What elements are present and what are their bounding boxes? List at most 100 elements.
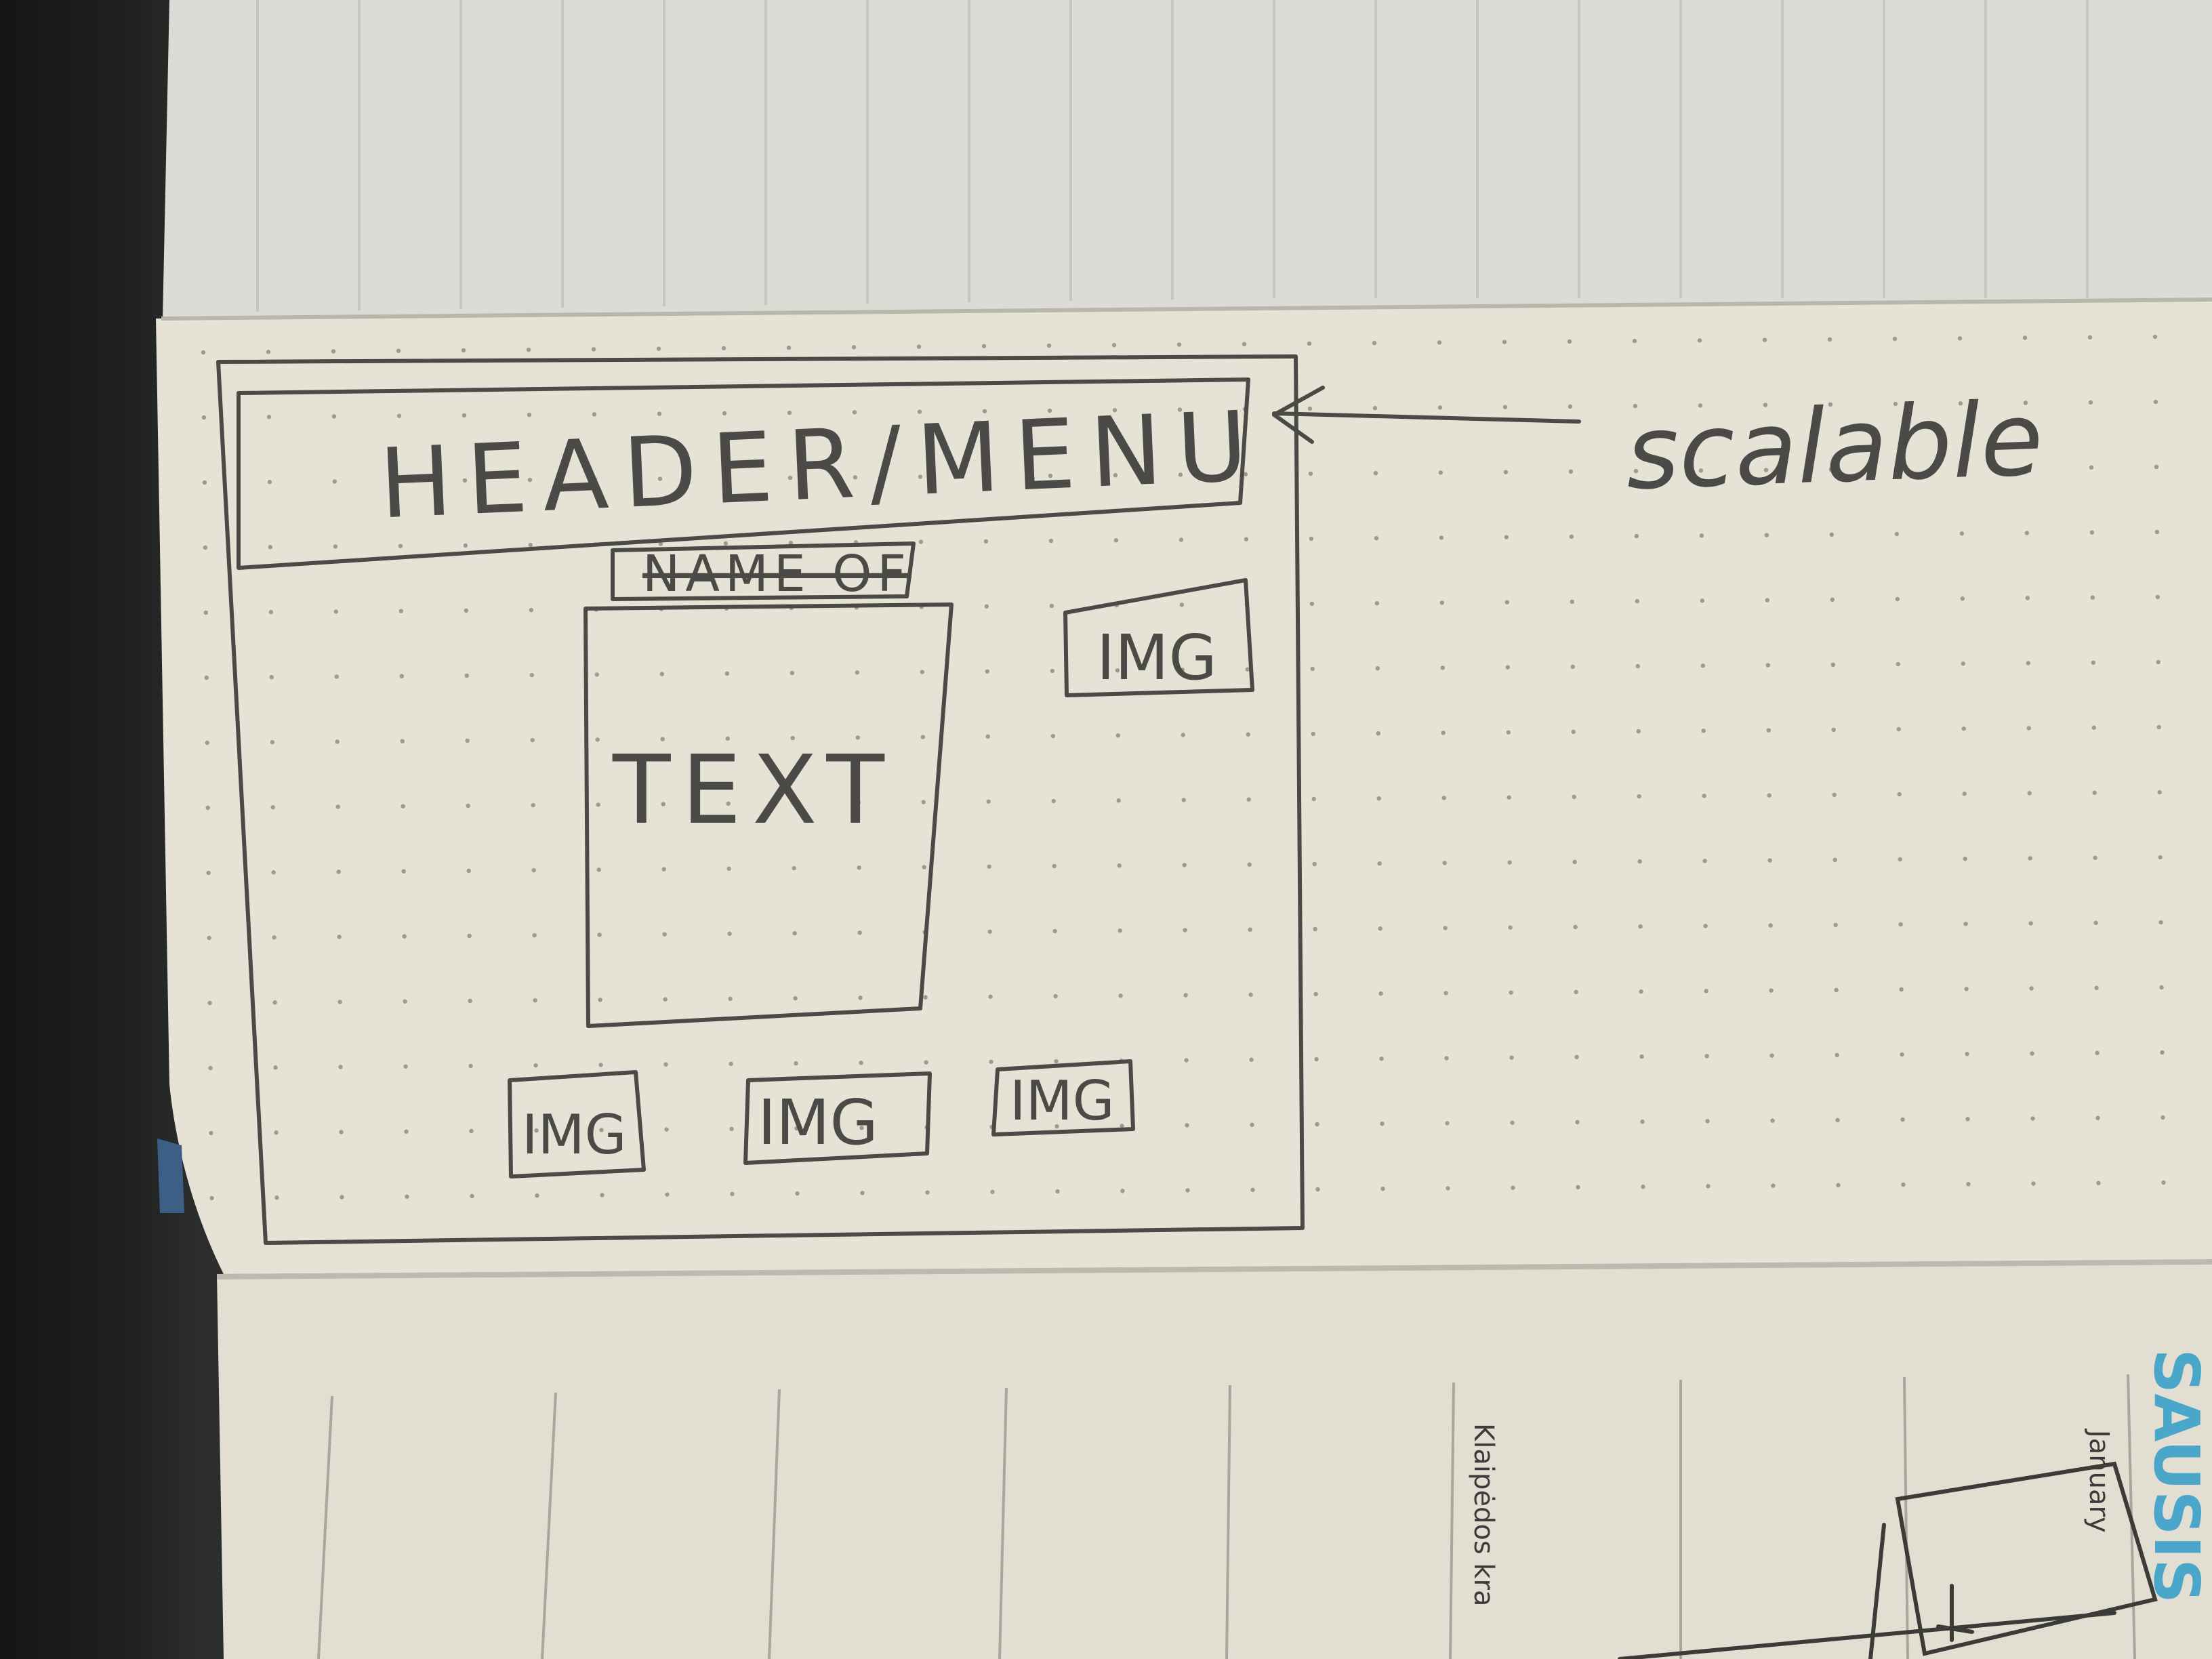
grid-dot [1641, 1184, 1645, 1189]
grid-dot [1374, 535, 1379, 541]
grid-dot [2095, 1115, 2100, 1120]
grid-dot [1702, 859, 1707, 863]
grid-dot [859, 1126, 864, 1130]
grid-dot [1116, 798, 1121, 803]
grid-dot [1179, 602, 1185, 607]
grid-dot [1506, 730, 1511, 735]
month-subheader: January [2083, 1428, 2114, 1533]
grid-dot [1639, 1054, 1644, 1059]
grid-dot [466, 803, 470, 808]
grid-dot [1182, 863, 1187, 867]
grid-dot [397, 478, 403, 483]
grid-dot [1307, 341, 1312, 346]
grid-dot [332, 479, 337, 484]
grid-dot [534, 1128, 539, 1133]
grid-dot [1827, 337, 1832, 342]
grid-dot [1639, 989, 1643, 994]
grid-dot [596, 867, 601, 872]
grid-dot [2161, 1180, 2166, 1185]
grid-dot [853, 475, 858, 480]
grid-dot [1961, 661, 1965, 666]
grid-dot [1179, 537, 1184, 542]
grid-dot [2028, 856, 2032, 861]
grid-dot [1893, 401, 1898, 407]
grid-dot [1051, 798, 1056, 804]
grid-dot [1311, 731, 1315, 737]
grid-dot [664, 1127, 669, 1132]
grid-dot [1896, 726, 1901, 732]
grid-dot [2158, 855, 2163, 860]
name-box [611, 541, 916, 601]
grid-dot [1770, 1118, 1775, 1123]
grid-dot [1901, 1182, 1906, 1187]
grid-dot [924, 1060, 928, 1065]
grid-dot [791, 800, 796, 806]
grid-dot [1178, 472, 1183, 477]
grid-dot [858, 996, 863, 1000]
grid-dot [2087, 335, 2093, 340]
grid-dot [923, 995, 928, 1000]
grid-dot [1574, 1054, 1579, 1060]
grid-dot [1120, 1124, 1124, 1128]
grid-dot [2157, 790, 2162, 795]
grid-dot [1510, 1120, 1515, 1125]
grid-dot [335, 739, 340, 744]
grid-dot [1115, 668, 1120, 673]
grid-dot [1830, 597, 1835, 602]
grid-dot [726, 866, 731, 872]
grid-dot [1050, 733, 1055, 739]
grid-dot [1442, 861, 1447, 865]
grid-dot [1053, 994, 1058, 999]
grid-dot [1570, 599, 1575, 605]
grid-dot [1372, 405, 1378, 411]
grid-dot [1507, 795, 1511, 800]
grid-dot [658, 541, 663, 546]
grid-dot [1111, 343, 1117, 348]
grid-dot [533, 1063, 538, 1068]
grid-dot [726, 801, 731, 806]
grid-dot [1377, 861, 1382, 866]
grid-dot [339, 1130, 344, 1134]
grid-dot [2154, 464, 2159, 470]
grid-dot [1829, 532, 1835, 537]
grid-dot [1440, 665, 1445, 670]
grid-dot [1575, 1120, 1580, 1125]
grid-dot [2092, 790, 2097, 795]
grid-dot [532, 933, 537, 938]
grid-dot [916, 344, 922, 349]
dot-grid [201, 334, 2166, 1201]
grid-dot [1700, 598, 1705, 603]
grid-dot [1307, 406, 1313, 411]
grid-dot [2025, 596, 2030, 600]
grid-dot [2096, 1181, 2101, 1185]
grid-dot [1509, 1055, 1514, 1060]
grid-dot [465, 738, 470, 743]
grid-dot [401, 869, 406, 874]
grid-dot [1763, 403, 1768, 407]
grid-dot [922, 865, 926, 869]
grid-dot [1314, 1057, 1319, 1062]
grid-dot [1896, 661, 1900, 667]
grid-dot [920, 670, 925, 674]
top-page [163, 0, 2212, 319]
grid-dot [597, 933, 602, 937]
grid-dot [1895, 596, 1900, 602]
grid-dot [2093, 855, 2097, 860]
grid-dot [2029, 986, 2034, 991]
grid-dot [790, 735, 795, 741]
grid-dot [2089, 465, 2094, 470]
grid-dot [1244, 537, 1249, 541]
grid-dot [1568, 469, 1574, 474]
grid-dot [272, 1000, 277, 1005]
grid-dot [1572, 794, 1576, 800]
grid-dot [920, 735, 925, 739]
grid-dot [1698, 403, 1703, 408]
name-label: NAME OF [642, 545, 912, 603]
grid-dot [337, 1000, 342, 1004]
grid-dot [596, 802, 600, 807]
grid-dot [1965, 1052, 1969, 1057]
grid-dot [983, 539, 989, 544]
grid-dot [2156, 724, 2161, 730]
grid-dot [209, 1195, 214, 1201]
grid-dot [2094, 985, 2099, 990]
